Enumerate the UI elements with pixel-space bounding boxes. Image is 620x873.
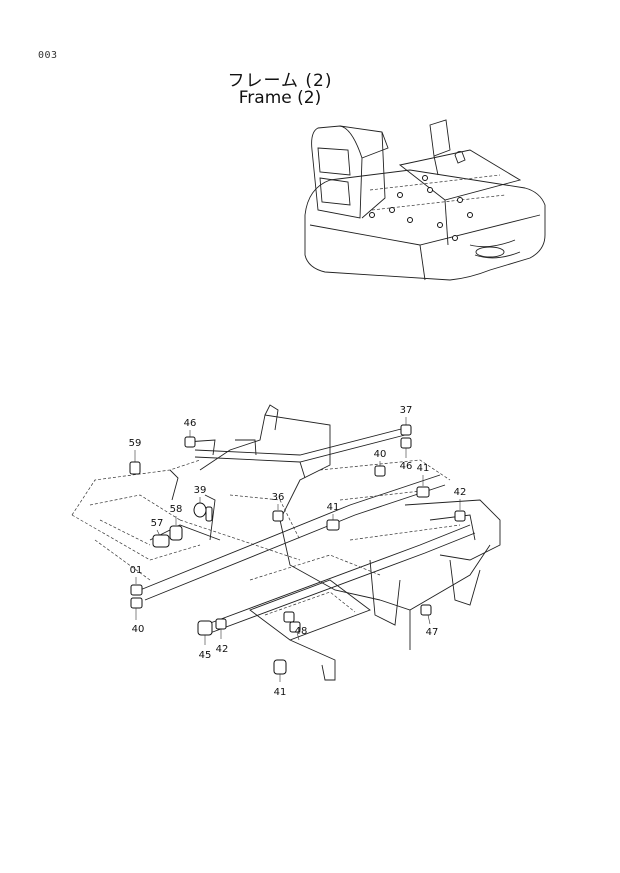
svg-text:59: 59 (129, 438, 142, 449)
callout-42-right: 42 (454, 487, 467, 522)
page-title-japanese: フレーム (2) (227, 71, 333, 91)
callout-42-bottom: 42 (215, 618, 229, 655)
svg-text:58: 58 (170, 504, 183, 515)
svg-text:46: 46 (400, 461, 413, 472)
svg-text:45: 45 (199, 650, 212, 661)
callout-01: 01 (130, 565, 143, 596)
svg-text:39: 39 (194, 485, 207, 496)
callout-46-right: 46 (400, 437, 413, 472)
page-title-english: Frame (2) (238, 88, 322, 108)
callout-45: 45 (197, 620, 213, 661)
svg-text:37: 37 (400, 405, 413, 416)
svg-text:48: 48 (295, 626, 308, 637)
callout-47: 47 (420, 604, 439, 638)
svg-text:47: 47 (426, 627, 439, 638)
excavator-overview-illustration (304, 119, 546, 281)
svg-text:01: 01 (130, 565, 143, 576)
svg-text:42: 42 (216, 644, 229, 655)
callout-46-top: 46 (184, 418, 197, 448)
svg-text:41: 41 (327, 502, 340, 513)
callout-36: 36 (272, 492, 285, 522)
callout-41-upper-right: 41 (416, 463, 430, 498)
callout-48: 48 (283, 611, 308, 641)
svg-text:40: 40 (374, 449, 387, 460)
svg-text:57: 57 (151, 518, 164, 529)
callout-59: 59 (129, 438, 142, 475)
callout-37: 37 (400, 405, 413, 436)
svg-text:41: 41 (417, 463, 430, 474)
svg-text:42: 42 (454, 487, 467, 498)
callout-57: 57 (151, 518, 170, 548)
callout-40-right: 40 (374, 449, 387, 477)
callout-40-left: 40 (130, 597, 145, 635)
frame-structure-illustration (71, 404, 501, 681)
svg-text:36: 36 (272, 492, 285, 503)
callout-39: 39 (193, 485, 213, 522)
page-code: 003 (38, 50, 58, 61)
callout-41-bottom: 41 (273, 659, 287, 698)
callout-41-middle: 41 (326, 502, 340, 531)
svg-text:46: 46 (184, 418, 197, 429)
svg-text:41: 41 (274, 687, 287, 698)
svg-text:40: 40 (132, 624, 145, 635)
callout-58: 58 (169, 504, 183, 541)
